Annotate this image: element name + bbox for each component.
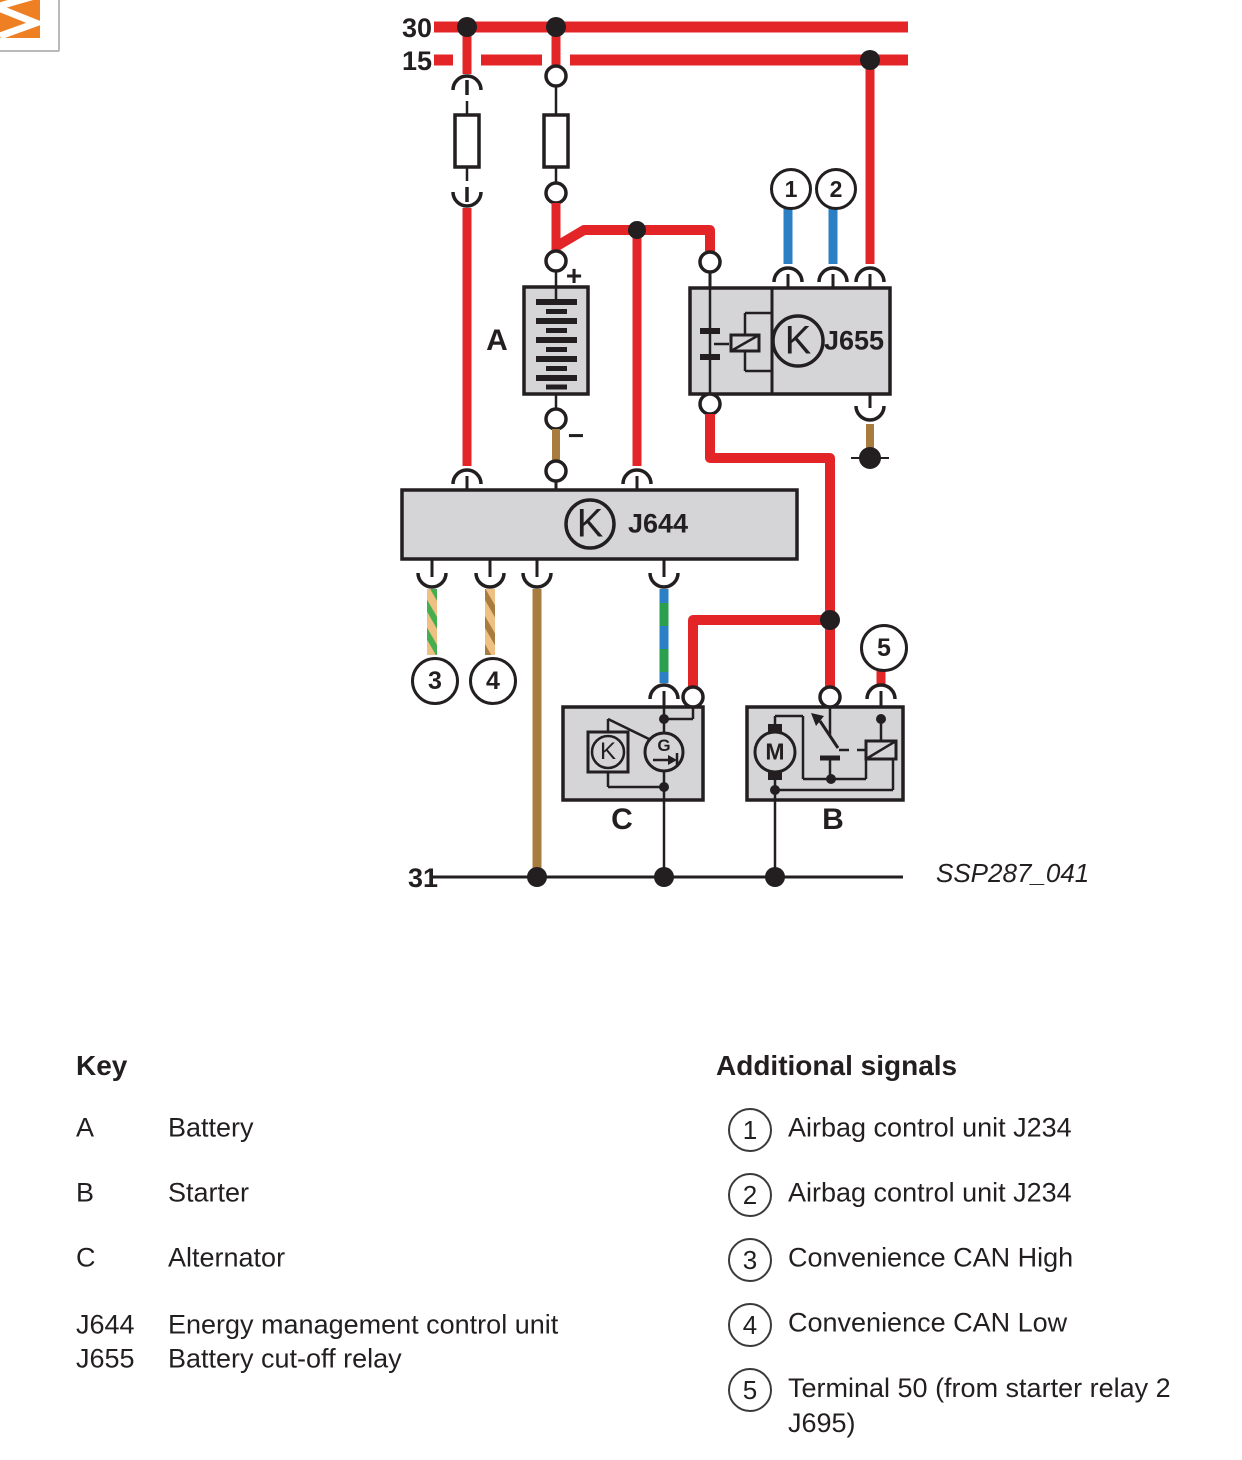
key-code: C	[76, 1242, 96, 1273]
starter-label: B	[822, 803, 844, 836]
key-code: J655	[76, 1343, 135, 1374]
terminal-30-label: 30	[401, 13, 432, 43]
j644-k-circle	[564, 498, 616, 550]
flash-logo-icon	[0, 0, 40, 38]
earth-line-31	[432, 867, 903, 887]
j655-k-symbol: K	[784, 318, 812, 363]
battery-plus-label: +	[565, 260, 583, 291]
legend-circle-1: 1	[728, 1108, 772, 1152]
key-code: B	[76, 1177, 95, 1208]
j655-k-circle	[771, 314, 825, 368]
fuse-symbol	[542, 113, 570, 169]
key-code: A	[76, 1112, 95, 1143]
battery-label: A	[486, 324, 508, 357]
additional-signals-title: Additional signals	[716, 1050, 958, 1081]
key-code: J644	[76, 1309, 135, 1340]
legend-desc-5: Terminal 50 (from starter relay 2 J695)	[788, 1373, 1171, 1438]
key-desc: Battery	[168, 1112, 254, 1143]
flash-logo-zigzag	[0, 0, 40, 38]
legend-desc-3: Convenience CAN High	[788, 1242, 1074, 1273]
fuse-column-right	[542, 22, 570, 273]
j655-label: J655	[824, 325, 885, 356]
signal-circle-1: 1	[770, 168, 812, 210]
legend-desc-4: Convenience CAN Low	[788, 1307, 1068, 1338]
fuse-symbol	[453, 113, 481, 169]
signal-circle-5: 5	[860, 624, 908, 672]
legend-circle-4: 4	[728, 1303, 772, 1347]
signal-circle-3: 3	[411, 657, 459, 705]
alternator-symbol	[586, 683, 705, 877]
fuse-column-left	[451, 22, 483, 466]
battery-symbol	[536, 271, 577, 490]
j655-box	[688, 286, 892, 396]
legend-circle-3: 3	[728, 1238, 772, 1282]
key-title: Key	[76, 1050, 128, 1081]
legend-desc-2: Airbag control unit J234	[788, 1177, 1072, 1208]
terminal-31-label: 31	[407, 863, 438, 893]
ground-dot	[859, 447, 881, 469]
legend-circle-2: 2	[728, 1173, 772, 1217]
signal-circle-2: 2	[815, 168, 857, 210]
j655-output-red	[688, 414, 840, 687]
battery-minus-label: −	[567, 420, 585, 451]
legend-circle-5: 5	[728, 1368, 772, 1412]
generator-g-symbol: G	[657, 736, 671, 755]
can-high-wire	[427, 589, 437, 655]
j644-k-symbol: K	[576, 501, 604, 546]
diagram-canvas	[400, 17, 908, 887]
legend-desc-1: Airbag control unit J234	[788, 1112, 1072, 1143]
brand-logo	[0, 0, 60, 52]
j655-relay	[698, 50, 889, 469]
key-desc: Energy management control unit	[168, 1309, 559, 1340]
sub-wires	[427, 589, 886, 877]
figure-reference: SSP287_041	[936, 858, 1090, 888]
key-desc: Battery cut-off relay	[168, 1343, 402, 1374]
signal-circle-4: 4	[469, 657, 517, 705]
terminal-15-label: 15	[401, 46, 432, 76]
starter-symbol	[753, 683, 898, 877]
bus-lines	[434, 21, 908, 66]
motor-m-symbol: M	[765, 738, 785, 765]
j644-unit	[416, 468, 680, 589]
key-desc: Starter	[168, 1177, 250, 1208]
alternator-box	[561, 705, 705, 802]
j644-label: J644	[628, 508, 689, 539]
feed-branch	[554, 221, 715, 466]
alternator-label: C	[611, 803, 633, 836]
can-low-wire	[485, 589, 495, 655]
alternator-k-symbol: K	[599, 738, 617, 765]
key-desc: Alternator	[168, 1242, 286, 1273]
bus-junction-dots	[457, 17, 566, 37]
